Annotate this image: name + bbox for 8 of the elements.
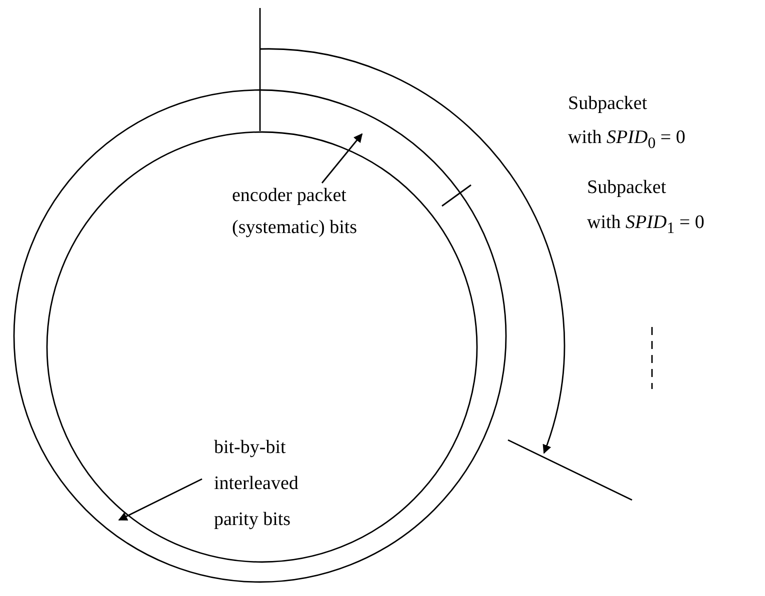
subpacket-label: Subpacket — [587, 177, 666, 199]
annotation-text: bit-by-bit interleaved parity bits — [214, 430, 314, 538]
leader-arrow — [118, 478, 202, 521]
annotation-text: encoder packet (systematic) bits — [232, 180, 392, 244]
leader-arrow — [321, 133, 363, 184]
subpacket-label: with SPID$_{1}$ = 0 — [587, 212, 704, 239]
subpacket-label: with SPID$_{0}$ = 0 — [568, 127, 686, 154]
subpacket-label: Subpacket — [568, 93, 648, 115]
